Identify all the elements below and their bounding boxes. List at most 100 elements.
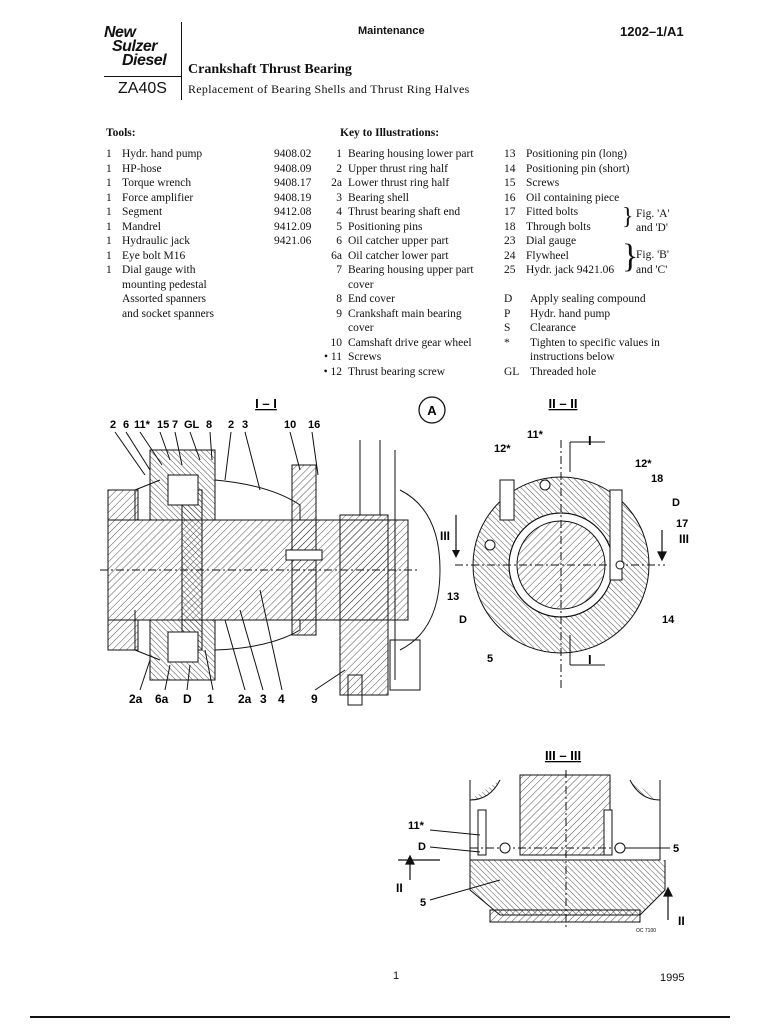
tool-number: 9421.06	[274, 235, 312, 247]
key-number: 16	[504, 191, 516, 204]
svg-text:OC 7100: OC 7100	[636, 928, 656, 934]
key-text: Lower thrust ring half	[348, 177, 450, 189]
tools-heading: Tools:	[106, 127, 136, 139]
fig1-label: 10	[284, 419, 296, 431]
key-item: 18 Through bolts	[504, 220, 591, 235]
page-subtitle: Replacement of Bearing Shells and Thrust…	[188, 82, 470, 96]
brace-label-1: Fig. 'A'	[636, 208, 670, 220]
key-item: 10 Camshaft drive gear wheel	[312, 336, 472, 351]
view-a-circle	[418, 396, 446, 424]
key-number: 6	[336, 235, 342, 247]
key-text: Camshaft drive gear wheel	[348, 336, 472, 349]
key-text: End cover	[348, 293, 395, 305]
key-number: 15	[504, 177, 516, 189]
svg-text:4: 4	[278, 692, 285, 706]
key-text: Bearing housing lower part	[348, 148, 474, 160]
brace-label-3: Fig. 'B'	[636, 249, 669, 261]
key-symbol-text: Tighten to specific values in	[530, 336, 660, 349]
key-text: Positioning pins	[348, 220, 423, 233]
key-text: Crankshaft main bearing	[348, 307, 462, 320]
svg-text:3: 3	[260, 692, 267, 706]
tool-qty: 1	[106, 206, 112, 218]
fig3-section-markers	[398, 854, 673, 920]
key-item: 5 Positioning pins	[312, 220, 422, 235]
svg-text:III: III	[679, 532, 689, 546]
key-number: 25	[504, 264, 516, 276]
key-symbol-text: Threaded hole	[530, 365, 597, 378]
svg-text:13: 13	[447, 591, 459, 603]
key-symbol-text: Hydr. hand pump	[530, 307, 611, 320]
key-number: 17	[504, 206, 516, 218]
key-text: Flywheel	[526, 249, 569, 262]
fig3-drawing	[429, 770, 670, 930]
key-symbol: S	[504, 322, 511, 334]
key-number: 2	[336, 162, 342, 175]
key-text: Positioning pin (long)	[526, 148, 627, 160]
key-text: cover	[348, 322, 374, 334]
tool-name: Dial gauge with	[122, 264, 196, 276]
section-label: Maintenance	[358, 25, 425, 37]
key-item: 8 End cover	[312, 292, 395, 307]
key-number: 14	[504, 162, 516, 175]
header-vertical-divider	[181, 22, 182, 100]
svg-text:D: D	[459, 614, 467, 626]
key-text: Screws	[348, 351, 382, 363]
tool-name: Hydr. hand pump	[122, 148, 203, 160]
tool-qty: 1	[106, 177, 112, 189]
key-text: Oil catcher lower part	[348, 249, 449, 262]
svg-text:2a: 2a	[129, 692, 143, 706]
tool-name: mounting pedestal	[122, 278, 207, 291]
key-number: • 11	[324, 351, 342, 363]
key-symbol-item: *Tighten to specific values in	[504, 336, 660, 351]
key-number: 3	[336, 191, 342, 204]
svg-text:D: D	[672, 497, 680, 509]
figures-top-svg: I – I A II – II 2 6 11* 15 7 GL 8 2 3 10…	[100, 396, 689, 706]
key-number: 5	[336, 220, 342, 233]
tool-item: Assorted spanners	[106, 292, 326, 307]
key-number: 24	[504, 249, 516, 262]
fig1-label: 8	[206, 419, 212, 431]
key-item: 15 Screws	[504, 176, 559, 191]
fig1-label: 11*	[134, 419, 151, 431]
svg-text:12*: 12*	[494, 443, 511, 455]
tool-name: Torque wrench	[122, 177, 192, 189]
fig3-labels: 11* D II 5 5 II OC 7100	[396, 820, 685, 934]
key-text: Dial gauge	[526, 235, 577, 247]
key-text: Through bolts	[526, 220, 591, 233]
svg-text:2a: 2a	[238, 692, 252, 706]
key-number: 18	[504, 220, 516, 233]
tool-number: 9412.09	[274, 220, 312, 233]
fig1-III-label: III	[440, 529, 450, 543]
tool-number: 9408.02	[274, 148, 312, 160]
key-item: cover	[312, 278, 374, 293]
tool-item: and socket spanners	[106, 307, 326, 322]
tool-qty: 1	[106, 235, 112, 247]
fig1-label: 7	[172, 419, 178, 431]
tool-qty: 1	[106, 249, 112, 262]
key-item: cover	[312, 321, 374, 336]
section-2-title: II – II	[549, 396, 578, 411]
view-a-label: A	[427, 403, 437, 418]
key-number: 4	[336, 206, 342, 218]
fig1-label: 3	[242, 419, 248, 431]
footer-year: 1995	[660, 972, 685, 984]
key-number: 10	[330, 336, 343, 349]
svg-text:I: I	[588, 652, 592, 667]
key-number: 8	[336, 293, 342, 305]
tool-qty: 1	[106, 191, 112, 204]
key-text: Screws	[526, 177, 560, 189]
svg-text:II: II	[678, 914, 685, 928]
